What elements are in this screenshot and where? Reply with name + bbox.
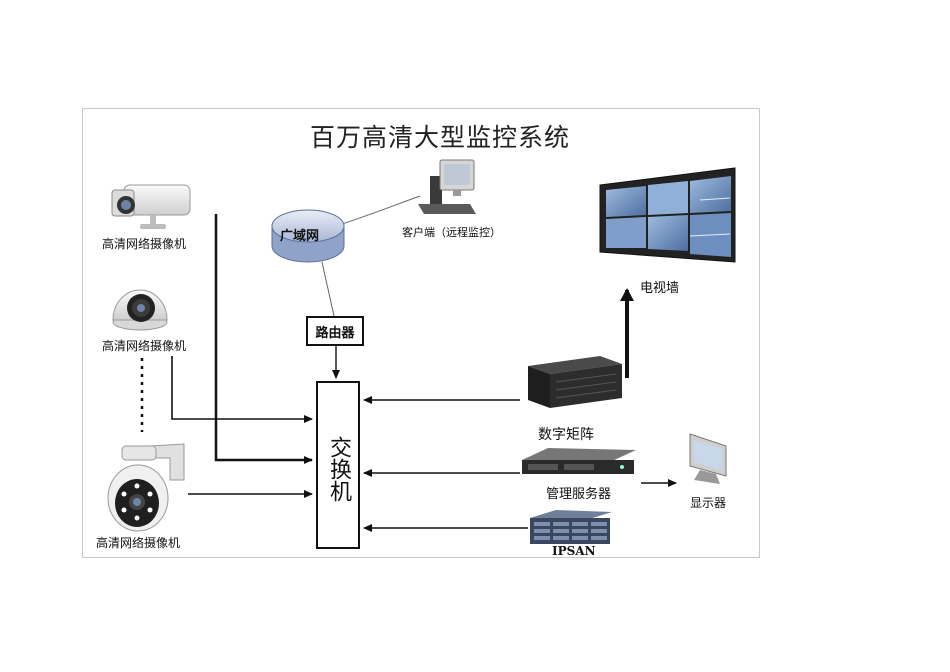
video-wall-label: 电视墙 — [640, 281, 680, 296]
display-monitor-icon — [689, 433, 727, 484]
router-box: 路由器 — [306, 316, 364, 346]
storage-label: IPSAN — [552, 544, 596, 558]
matrix-label: 数字矩阵 — [538, 427, 594, 443]
client-computer-icon — [418, 159, 476, 214]
switch-box: 交换机 — [316, 381, 360, 549]
server-device-icon — [522, 448, 636, 474]
ptz-camera-icon — [107, 443, 185, 532]
camera2-label: 高清网络摄像机 — [102, 339, 187, 353]
video-wall-icon — [599, 167, 736, 263]
connection-lines — [140, 195, 677, 532]
wan-to-router-line — [321, 261, 335, 317]
server-label: 管理服务器 — [546, 487, 612, 502]
camera1-to-switch-line — [214, 214, 313, 464]
camera2-to-switch-line — [171, 356, 313, 423]
wan-cloud-icon — [271, 209, 345, 263]
bullet-camera-icon — [111, 184, 191, 229]
wan-to-client-line — [335, 195, 421, 227]
ipsan-storage-icon — [530, 510, 612, 544]
switch-label: 交换机 — [326, 436, 351, 502]
camera3-label: 高清网络摄像机 — [96, 536, 181, 550]
wan-label: 广域网 — [280, 229, 320, 244]
diagram-frame — [82, 108, 760, 558]
matrix-device-icon — [528, 356, 622, 408]
router-label: 路由器 — [315, 325, 355, 341]
display-label: 显示器 — [690, 496, 727, 510]
diagram-title: 百万高清大型监控系统 — [310, 123, 571, 152]
client-label: 客户端（远程监控） — [402, 226, 501, 239]
camera1-label: 高清网络摄像机 — [102, 237, 187, 251]
dome-camera-icon — [112, 289, 168, 331]
